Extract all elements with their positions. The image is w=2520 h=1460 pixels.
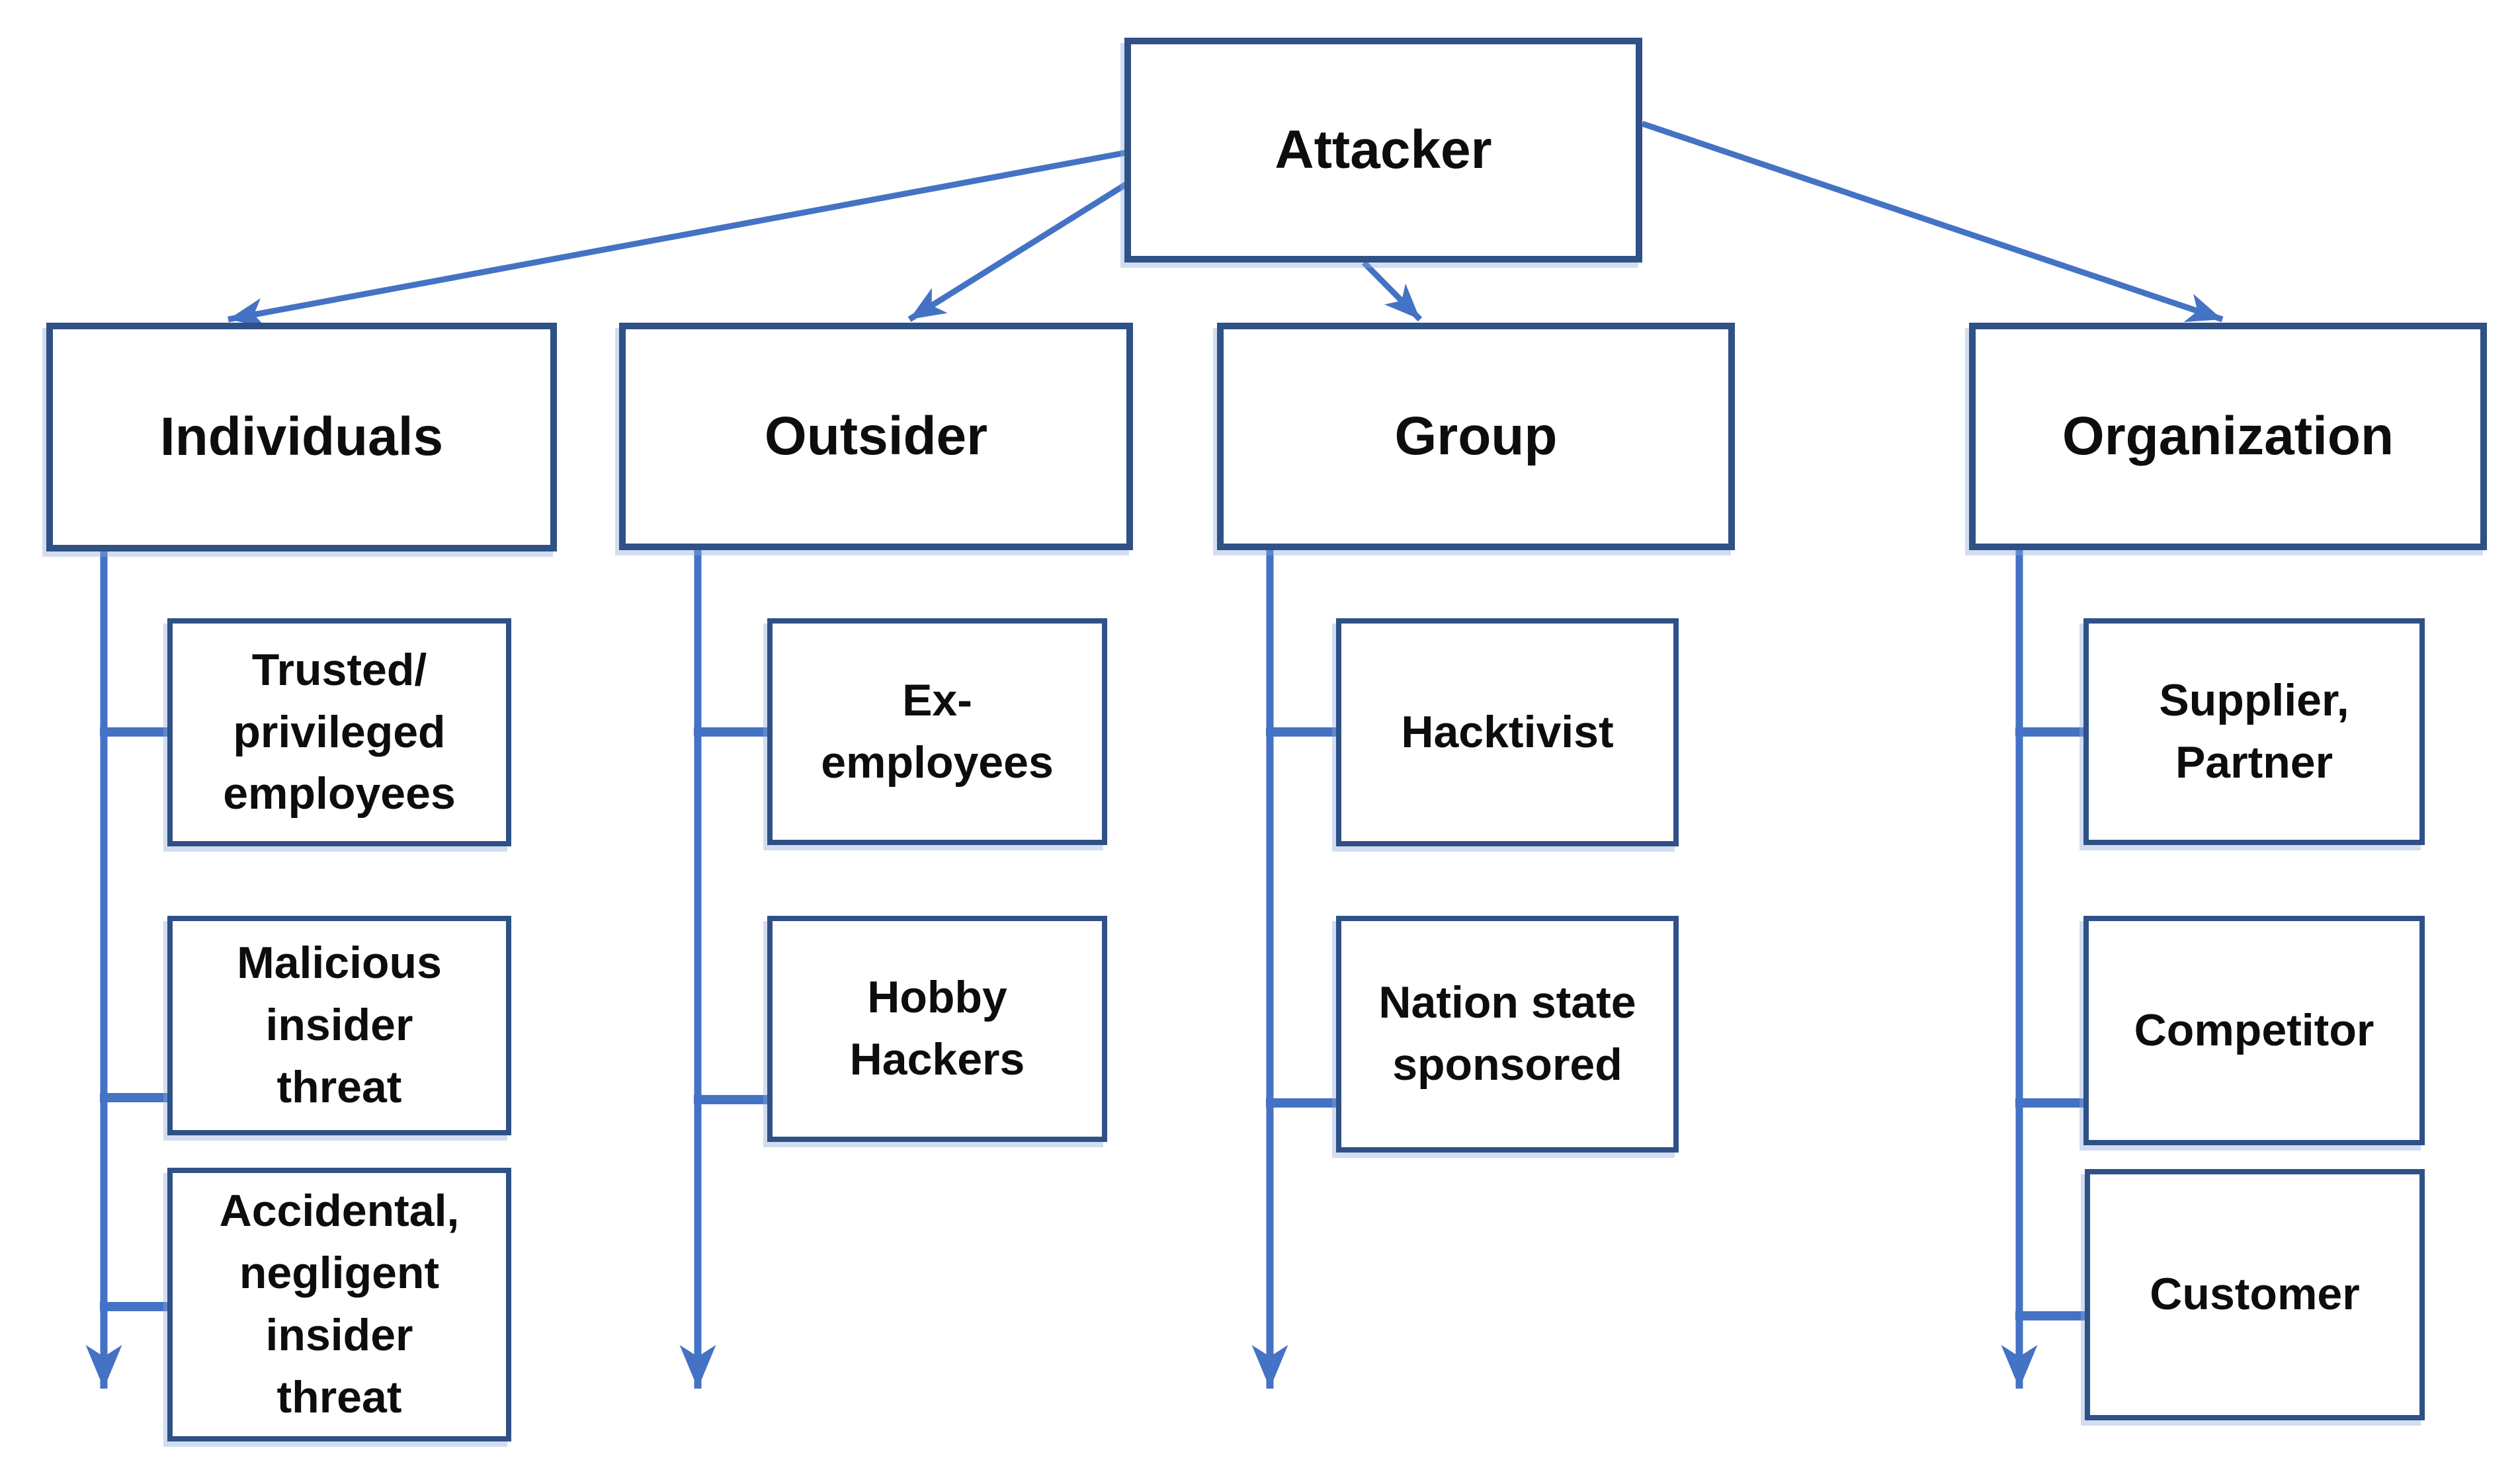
node-ex-employees: Ex- employees [767,618,1107,845]
node-hobby-hackers: Hobby Hackers [767,916,1107,1142]
node-customer-label: Customer [2150,1269,2360,1320]
node-organization-label: Organization [2062,406,2394,467]
node-competitor: Competitor [2083,916,2425,1145]
node-malicious-insider-threat: Malicious insider threat [167,916,511,1135]
node-competitor-label: Competitor [2134,1004,2374,1055]
node-nation-state-label: Nation state sponsored [1378,977,1636,1090]
node-individuals-label: Individuals [159,407,444,467]
node-trusted-label: Trusted/ privileged employees [223,644,456,819]
node-supplier-partner-label: Supplier, Partner [2159,674,2349,788]
node-accidental-negligent-insider-threat: Accidental, negligent insider threat [167,1168,511,1441]
node-group: Group [1217,323,1735,550]
node-outsider-label: Outsider [764,406,988,467]
node-malicious-label: Malicious insider threat [237,938,442,1112]
edge-attacker-individuals [228,149,1126,328]
node-hobby-hackers-label: Hobby Hackers [849,972,1025,1084]
node-organization: Organization [1969,323,2487,550]
edge-attacker-group [1361,260,1423,322]
node-outsider: Outsider [619,323,1133,550]
node-hacktivist-label: Hacktivist [1401,706,1614,757]
node-trusted-privileged-employees: Trusted/ privileged employees [167,618,511,846]
node-ex-employees-label: Ex- employees [821,674,1054,788]
node-nation-state-sponsored: Nation state sponsored [1336,916,1679,1153]
node-attacker-label: Attacker [1275,120,1492,181]
edge-attacker-organization [1641,120,2224,323]
node-group-label: Group [1394,406,1558,467]
edge-attacker-outsider [907,182,1128,322]
node-supplier-partner: Supplier, Partner [2083,618,2425,845]
node-attacker: Attacker [1124,38,1642,263]
node-customer: Customer [2085,1169,2425,1420]
node-accidental-label: Accidental, negligent insider threat [219,1186,460,1422]
node-individuals: Individuals [46,323,557,551]
node-hacktivist: Hacktivist [1336,618,1679,846]
